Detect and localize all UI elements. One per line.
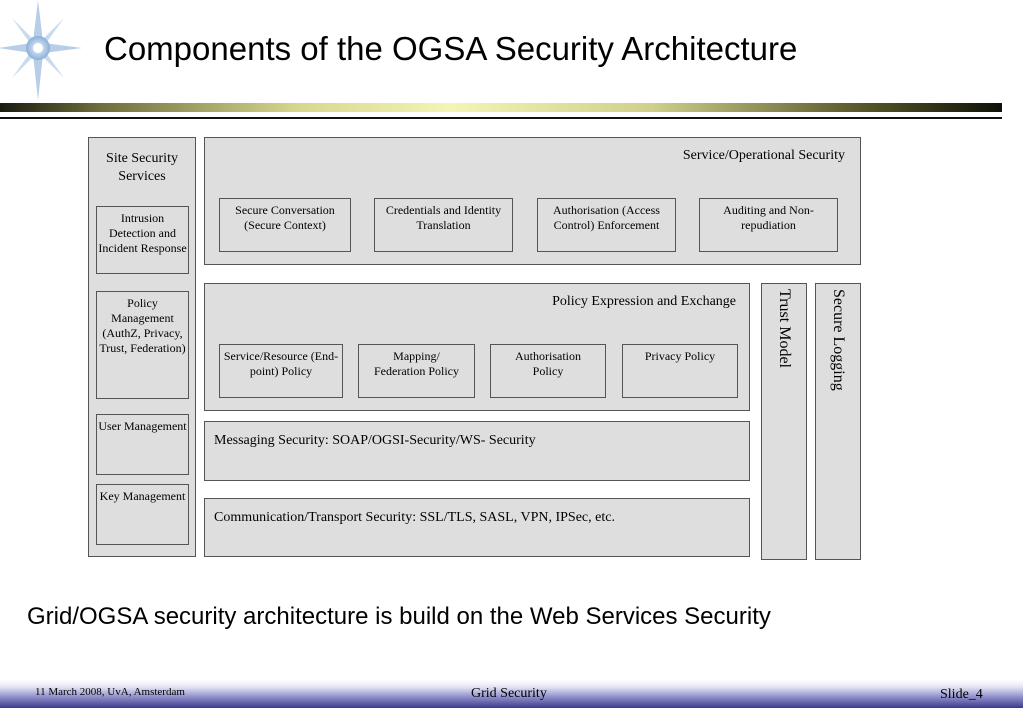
messaging-security-label: Messaging Security: SOAP/OGSI-Security/W… (214, 433, 536, 448)
slide-number: Slide_4 (940, 687, 983, 702)
privacy-policy-box: Privacy Policy (622, 344, 738, 398)
secure-conversation-box: Secure Conversation (Secure Context) (219, 198, 351, 252)
page-title: Components of the OGSA Security Architec… (104, 30, 798, 67)
transport-security-box: Communication/Transport Security: SSL/TL… (204, 498, 750, 557)
title-divider (0, 117, 1002, 119)
footer-bar (0, 680, 1023, 708)
policy-expression-label: Policy Expression and Exchange (552, 294, 736, 309)
site-security-services-label: Site Security Services (106, 151, 178, 184)
slide-caption: Grid/OGSA security architecture is build… (27, 603, 771, 630)
mapping-federation-policy-box: Mapping/ Federation Policy (358, 344, 475, 398)
service-operational-security-label: Service/Operational Security (682, 148, 845, 163)
messaging-security-box: Messaging Security: SOAP/OGSI-Security/W… (204, 421, 750, 481)
star-logo-icon (0, 0, 82, 100)
auditing-box: Auditing and Non-repudiation (699, 198, 838, 252)
transport-security-label: Communication/Transport Security: SSL/TL… (214, 510, 615, 525)
authorisation-enforcement-box: Authorisation (Access Control) Enforceme… (537, 198, 676, 252)
key-management-box: Key Management (96, 484, 189, 545)
secure-logging-box: Secure Logging (815, 283, 861, 560)
title-underline-bar (0, 103, 1002, 112)
user-management-box: User Management (96, 414, 189, 475)
intrusion-detection-box: Intrusion Detection and Incident Respons… (96, 206, 189, 274)
service-resource-policy-box: Service/Resource (End-point) Policy (219, 344, 343, 398)
credentials-identity-box: Credentials and Identity Translation (374, 198, 513, 252)
trust-model-box: Trust Model (761, 283, 807, 560)
secure-logging-label: Secure Logging (830, 289, 847, 391)
authorisation-policy-box: Authorisation Policy (490, 344, 606, 398)
trust-model-label: Trust Model (776, 289, 793, 368)
policy-management-box: Policy Management (AuthZ, Privacy, Trust… (96, 291, 189, 399)
footer-center-title: Grid Security (471, 686, 547, 701)
footer-date: 11 March 2008, UvA, Amsterdam (35, 686, 185, 698)
